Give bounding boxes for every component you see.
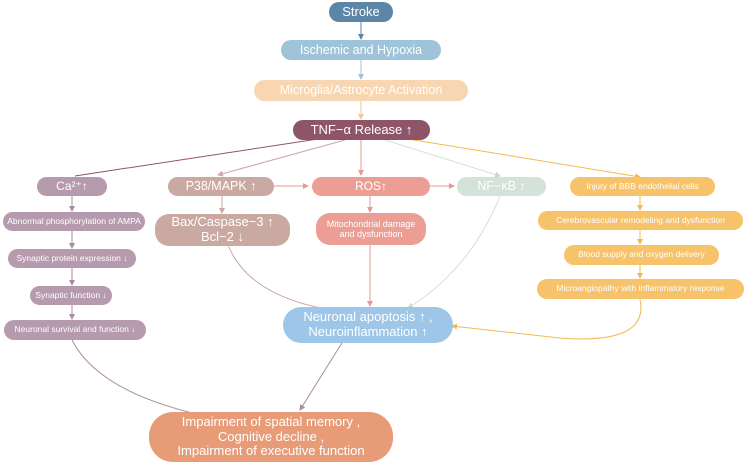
node-ischemic-label: Ischemic and Hypoxia	[299, 42, 423, 57]
node-mito: Mitochondrial damage and dysfunction	[316, 213, 426, 245]
node-bbb-label: Injury of BBB endothelial cells	[586, 180, 699, 191]
node-ros-label: ROS↑	[354, 178, 387, 193]
node-apoptosis-line1: Neuronal apoptosis ↑ ,	[303, 309, 433, 325]
node-apoptosis: Neuronal apoptosis ↑ , Neuroinflammation…	[283, 307, 453, 343]
node-nfkb-label: NF−κB ↑	[477, 179, 526, 194]
node-ros: ROS↑	[312, 177, 430, 196]
node-impairment: Impairment of spatial memory , Cognitive…	[149, 412, 393, 462]
node-micro: Microangiopathy with inflammatory respon…	[537, 279, 744, 299]
node-ischemic: Ischemic and Hypoxia	[281, 40, 441, 60]
node-synaptic-protein: Synaptic protein expression ↓	[8, 249, 136, 268]
node-impairment-line2: Cognitive decline ,	[217, 428, 325, 444]
node-nfkb: NF−κB ↑	[457, 177, 546, 196]
node-micro-label: Microangiopathy with inflammatory respon…	[556, 283, 725, 294]
node-p38: P38/MAPK ↑	[168, 177, 274, 196]
node-apoptosis-line2: Neuroinflammation ↑	[308, 324, 428, 339]
arrow-bax-apoptosis	[227, 244, 346, 315]
node-ampa: Abnormal phosphorylation of AMPA	[3, 212, 145, 231]
node-mito-line2: and dysfunction	[339, 229, 403, 239]
node-p38-label: P38/MAPK ↑	[185, 179, 257, 194]
arrow-tnf-ca	[74, 138, 319, 177]
node-bbb: Injury of BBB endothelial cells	[570, 177, 715, 196]
arrow-tnf-p38	[217, 139, 346, 177]
arrow-survival-impairment	[71, 339, 216, 420]
node-bax: Bax/Caspase−3 ↑ Bcl−2 ↓	[155, 214, 290, 246]
node-activation-label: Microglia/Astrocyte Activation	[279, 83, 443, 98]
arrow-nfkb-apoptosis	[407, 195, 501, 309]
node-impairment-line1: Impairment of spatial memory ,	[181, 413, 361, 429]
node-synaptic-function: Synaptic function ↓	[30, 286, 112, 305]
arrow-tnf-bbb	[407, 138, 641, 180]
arrow-apoptosis-impairment	[299, 337, 346, 411]
node-synaptic-protein-label: Synaptic protein expression ↓	[16, 252, 128, 263]
node-ampa-label: Abnormal phosphorylation of AMPA	[7, 215, 141, 226]
node-bax-line1: Bax/Caspase−3 ↑	[171, 214, 274, 230]
node-ca-label: Ca²⁺↑	[56, 178, 88, 193]
node-cerebro-label: Cerebrovascular remodeling and dysfuncti…	[556, 214, 725, 225]
node-neuronal-survival-label: Neuronal survival and function ↓	[14, 324, 136, 335]
node-neuronal-survival: Neuronal survival and function ↓	[4, 320, 146, 340]
node-activation: Microglia/Astrocyte Activation	[254, 80, 468, 101]
node-cerebro: Cerebrovascular remodeling and dysfuncti…	[538, 211, 743, 230]
node-stroke: Stroke	[329, 2, 393, 22]
node-tnf: TNF−α Release ↑	[293, 120, 430, 140]
node-bax-line2: Bcl−2 ↓	[201, 229, 244, 244]
node-blood: Blood supply and oxygen delivery	[564, 245, 719, 265]
node-mito-line1: Mitochondrial damage	[326, 218, 416, 229]
node-ca: Ca²⁺↑	[37, 177, 107, 196]
arrow-micro-apoptosis	[451, 298, 642, 340]
node-impairment-line3: Impairment of executive function	[177, 443, 365, 459]
node-stroke-label: Stroke	[342, 3, 380, 19]
node-synaptic-function-label: Synaptic function ↓	[35, 289, 107, 300]
arrow-tnf-nfkb	[384, 139, 501, 178]
node-blood-label: Blood supply and oxygen delivery	[578, 249, 705, 260]
node-tnf-label: TNF−α Release ↑	[310, 121, 413, 137]
